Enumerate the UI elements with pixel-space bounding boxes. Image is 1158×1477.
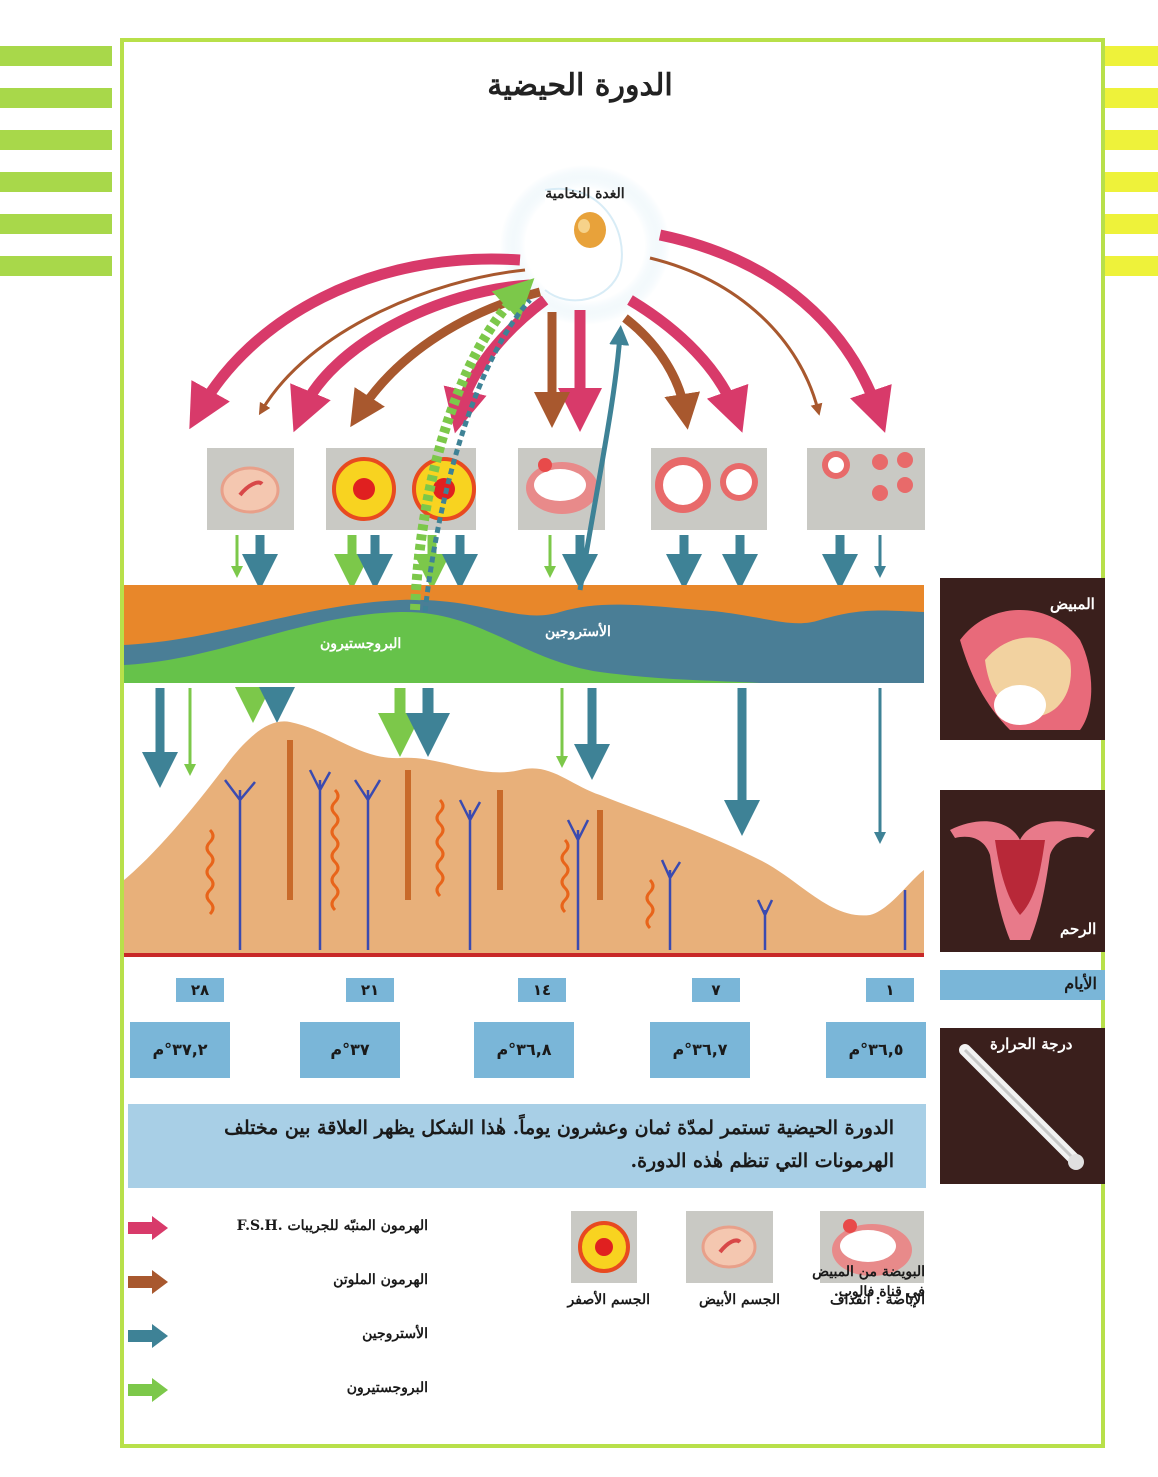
legend-item-estrogen: الأستروجين (128, 1322, 428, 1352)
day-box: ٢٨ (176, 978, 224, 1002)
temperature-box: ٣٦,٧°م (650, 1022, 750, 1078)
estrogen-band-label: الأستروجين (545, 624, 611, 640)
follicle-box (651, 448, 767, 530)
ovulation-note: البويضة من المبيض في قناة فالوب. (800, 1262, 925, 1302)
corpus-luteum-label: الجسم الأصفر (540, 1292, 650, 1308)
legend-item-progesterone: البروجستيرون (128, 1376, 428, 1406)
legend-label-fsh: الهرمون المنبّه للجريبات .F.S.H (176, 1218, 428, 1234)
lh-arrow-icon (128, 1270, 168, 1294)
day-box: ١٤ (518, 978, 566, 1002)
fsh-arrow-icon (128, 1216, 168, 1240)
progesterone-band-label: البروجستيرون (320, 636, 401, 652)
temperature-label: درجة الحرارة (990, 1035, 1072, 1053)
progesterone-arrow-icon (128, 1378, 168, 1402)
day-box: ١ (866, 978, 914, 1002)
legend-label-estrogen: الأستروجين (176, 1326, 428, 1342)
corpus-albicans-label: الجسم الأبيض (670, 1292, 780, 1308)
temperature-box: ٣٦,٥°م (826, 1022, 926, 1078)
follicle-box (207, 448, 294, 530)
temperature-box: ٣٧,٢°م (130, 1022, 230, 1078)
days-label: الأيام (1064, 974, 1097, 993)
estrogen-arrow-icon (128, 1324, 168, 1348)
day-box: ٢١ (346, 978, 394, 1002)
caption-box: الدورة الحيضية تستمر لمدّة ثمان وعشرون ي… (128, 1104, 926, 1188)
legend-item-lh: الهرمون الملوتن (128, 1268, 428, 1298)
corpus-luteum-image (571, 1211, 637, 1283)
days-row-header: الأيام (940, 970, 1105, 1000)
uterus-label: الرحم (1060, 920, 1096, 938)
temperature-box: ٣٧°م (300, 1022, 400, 1078)
caption-text: الدورة الحيضية تستمر لمدّة ثمان وعشرون ي… (174, 1112, 894, 1178)
pituitary-gland-label: الغدة النخامية (520, 186, 650, 202)
ovary-label: المبيض (1050, 595, 1095, 613)
legend-label-lh: الهرمون الملوتن (176, 1272, 428, 1288)
legend-label-progesterone: البروجستيرون (176, 1380, 428, 1396)
hormone-band (124, 585, 924, 683)
day-box: ٧ (692, 978, 740, 1002)
corpus-albicans-image (686, 1211, 773, 1283)
legend-item-fsh: الهرمون المنبّه للجريبات .F.S.H (128, 1214, 428, 1244)
endometrium-profile (124, 721, 924, 955)
page-title: الدورة الحيضية (430, 68, 730, 103)
follicle-box (807, 448, 925, 530)
temperature-box: ٣٦,٨°م (474, 1022, 574, 1078)
box-down-arrows (237, 535, 880, 572)
